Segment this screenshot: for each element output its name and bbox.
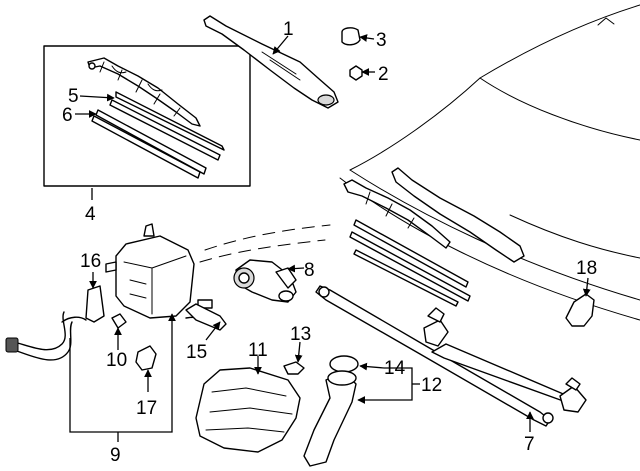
callout-10: 10 xyxy=(106,350,127,371)
nozzle-part xyxy=(135,345,157,371)
installed-wiper-assembly xyxy=(343,167,525,307)
nut-part xyxy=(349,65,363,81)
callout-18: 18 xyxy=(576,258,597,279)
callout-17: 17 xyxy=(136,398,157,419)
grommet-part xyxy=(111,313,127,329)
reservoir-cap-part xyxy=(329,355,359,373)
wiper-linkage-part xyxy=(315,285,587,427)
washer-reservoir-part xyxy=(105,223,195,319)
callout-3: 3 xyxy=(376,30,387,51)
callout-8: 8 xyxy=(304,260,315,281)
callout-16: 16 xyxy=(80,251,101,272)
callout-5: 5 xyxy=(68,86,79,107)
callout-2: 2 xyxy=(378,64,389,85)
wiper-motor-part xyxy=(233,259,297,303)
callout-11: 11 xyxy=(248,340,268,361)
callout-6: 6 xyxy=(62,105,73,126)
washer-pump-part xyxy=(85,285,105,323)
callout-15: 15 xyxy=(186,342,207,363)
cowl-cover-part xyxy=(195,367,301,453)
callout-1: 1 xyxy=(283,19,294,40)
callout-9: 9 xyxy=(110,445,121,466)
callout-7: 7 xyxy=(524,434,535,455)
wiper-blade-assembly xyxy=(87,57,225,179)
small-clip-part xyxy=(283,361,305,375)
callout-12: 12 xyxy=(421,375,442,396)
callout-4: 4 xyxy=(85,204,96,225)
callout-14: 14 xyxy=(384,358,406,379)
callout-13: 13 xyxy=(290,324,311,345)
clip-part xyxy=(565,293,595,327)
filler-neck-part xyxy=(303,370,357,467)
pivot-cap-part xyxy=(341,27,361,46)
leader-lines xyxy=(69,34,591,442)
callout-labels: 1 2 3 4 5 6 7 8 9 10 11 12 13 14 15 16 1… xyxy=(62,19,597,466)
wiper-arm-part xyxy=(203,15,339,109)
wiper-blade-kit-box xyxy=(43,45,251,187)
